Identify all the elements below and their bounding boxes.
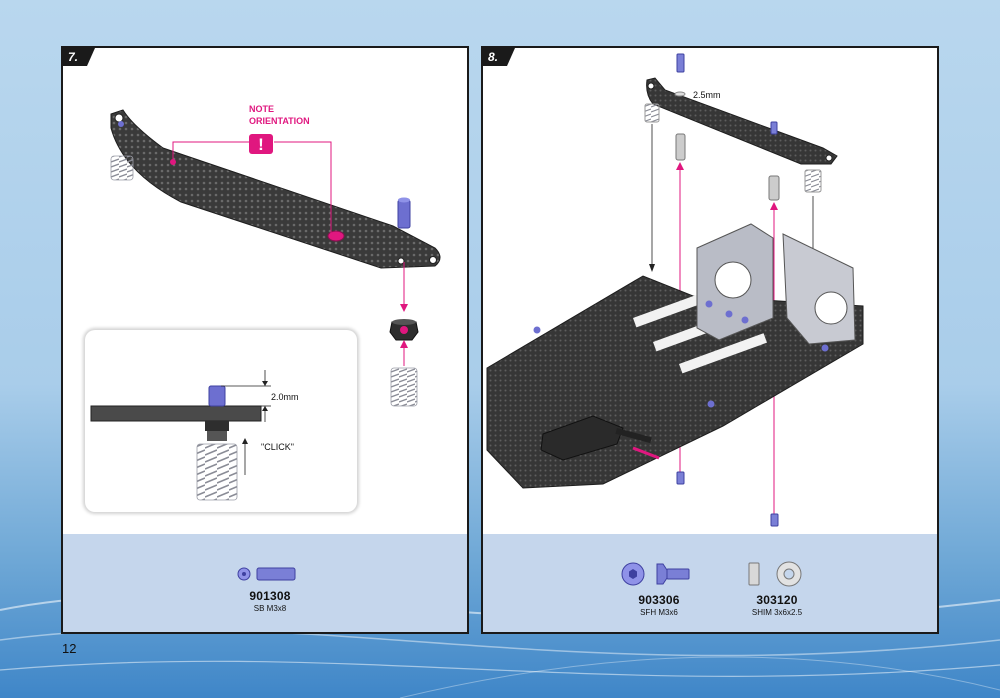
shim-dimension-label: 2.5mm [693,90,721,100]
part-description: SHIM 3x6x2.5 [751,608,803,617]
part-description: SB M3x8 [253,604,287,613]
svg-text:!: ! [258,135,264,154]
spring-right [390,367,418,407]
part-number: 903306 [638,593,680,607]
shim-spacer-2 [768,175,780,201]
spring-left [110,155,134,181]
step-7-parts-bar: 901308 SB M3x8 [63,534,467,632]
carbon-link-plate [110,109,441,269]
inset-dimension-label: 2.0mm [271,392,299,402]
screw-head [208,385,226,407]
page-number: 12 [62,641,77,656]
link-plate-top [646,77,838,165]
part-903306: 903306 SFH M3x6 [619,560,699,617]
step-7-illustration: ! NOTE ORIENTATION [110,104,441,407]
warning-icon [249,134,273,154]
front-arm [540,415,624,461]
step-8-illustration: 2.5mm [486,53,864,527]
shim-spacer-1 [675,133,686,161]
step-8-parts-bar: 903306 SFH M3x6 303120 SHIM 3x6x2.5 [483,534,937,632]
step-7-panel: 7. ! NOTE ORIENTATION [61,46,469,634]
click-label: "CLICK" [261,442,294,452]
spring-section [196,443,238,501]
part-description: SFH M3x6 [640,608,678,617]
screw-sb-m3x8 [397,199,411,229]
part-number: 303120 [756,593,798,607]
shim-icon [748,561,802,587]
step-7-tag: 7. [63,48,95,66]
part-901308: 901308 SB M3x8 [235,564,305,613]
plate-section [90,405,262,422]
part-303120: 303120 SHIM 3x6x2.5 [737,560,817,617]
click-detail-inset: 2.0mm "CLICK" [85,330,357,512]
flat-head-screw-icon [621,562,690,586]
note-label-line1: NOTE [249,104,274,114]
step-8-panel: 8. 2.5mm [481,46,939,634]
note-label-line2: ORIENTATION [249,116,310,126]
step-8-tag: 8. [483,48,515,66]
screw-icon [237,567,296,581]
part-number: 901308 [249,589,291,603]
ball-cup-section [205,421,229,431]
